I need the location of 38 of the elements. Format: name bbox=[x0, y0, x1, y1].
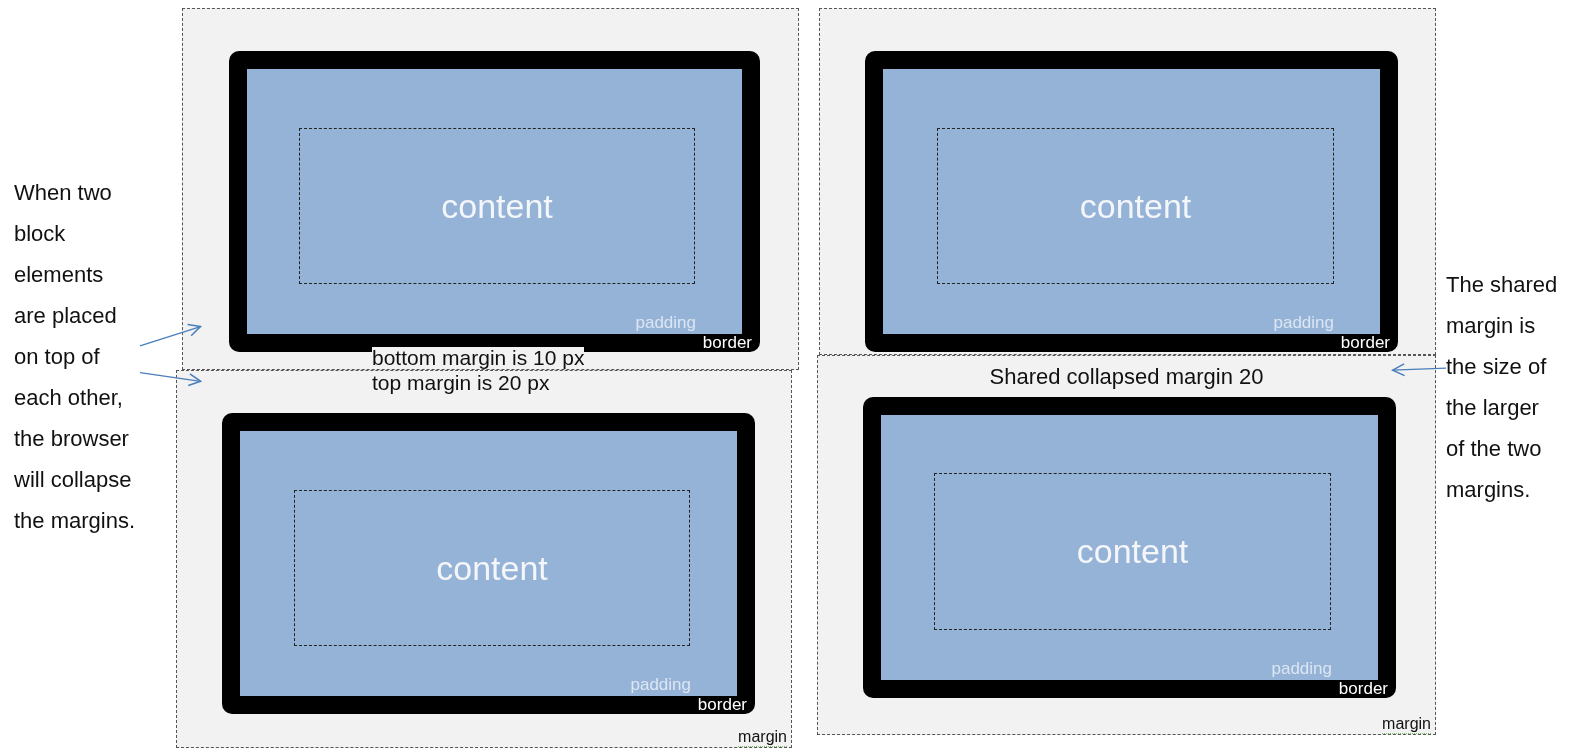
border-box bbox=[863, 397, 1396, 698]
arrow bbox=[139, 372, 202, 387]
margin-box bbox=[819, 8, 1436, 355]
content-box bbox=[934, 473, 1331, 630]
margin-caption: Shared collapsed margin 20 bbox=[989, 364, 1264, 389]
border-box bbox=[222, 413, 755, 714]
margin-box bbox=[182, 8, 799, 370]
padding-label: padding bbox=[635, 313, 696, 333]
arrow bbox=[1391, 363, 1447, 377]
content-label: content bbox=[436, 548, 548, 588]
content-box bbox=[294, 490, 690, 646]
border-label: border bbox=[1338, 679, 1388, 699]
border-label: border bbox=[697, 695, 747, 715]
annotation-text: When two block elements are placed on top of each other, the browser will collapse the margins. bbox=[14, 172, 140, 618]
margin-box bbox=[176, 370, 792, 748]
padding-area bbox=[240, 431, 737, 696]
padding-area bbox=[883, 69, 1380, 334]
padding-label: padding bbox=[1273, 313, 1334, 333]
padding-label: padding bbox=[1271, 659, 1332, 679]
content-label: content bbox=[1079, 186, 1192, 226]
padding-label: padding bbox=[630, 675, 691, 695]
border-label: border bbox=[1340, 333, 1390, 353]
margin-label: margin bbox=[738, 728, 787, 747]
margin-note: bottom margin is 10 px bbox=[372, 347, 585, 369]
border-box bbox=[229, 51, 760, 352]
border-box bbox=[865, 51, 1398, 352]
content-box bbox=[937, 128, 1334, 284]
annotation-text: The shared margin is the size of the larger of the two margins. bbox=[1446, 264, 1562, 518]
margin-box bbox=[817, 355, 1436, 735]
content-label: content bbox=[441, 186, 553, 226]
arrow bbox=[139, 323, 202, 347]
padding-area bbox=[881, 415, 1378, 680]
content-box bbox=[299, 128, 695, 284]
padding-area bbox=[247, 69, 742, 334]
border-label: border bbox=[702, 333, 752, 353]
margin-note: top margin is 20 px bbox=[372, 372, 550, 394]
margin-label: margin bbox=[1382, 715, 1431, 734]
content-label: content bbox=[1076, 532, 1189, 571]
